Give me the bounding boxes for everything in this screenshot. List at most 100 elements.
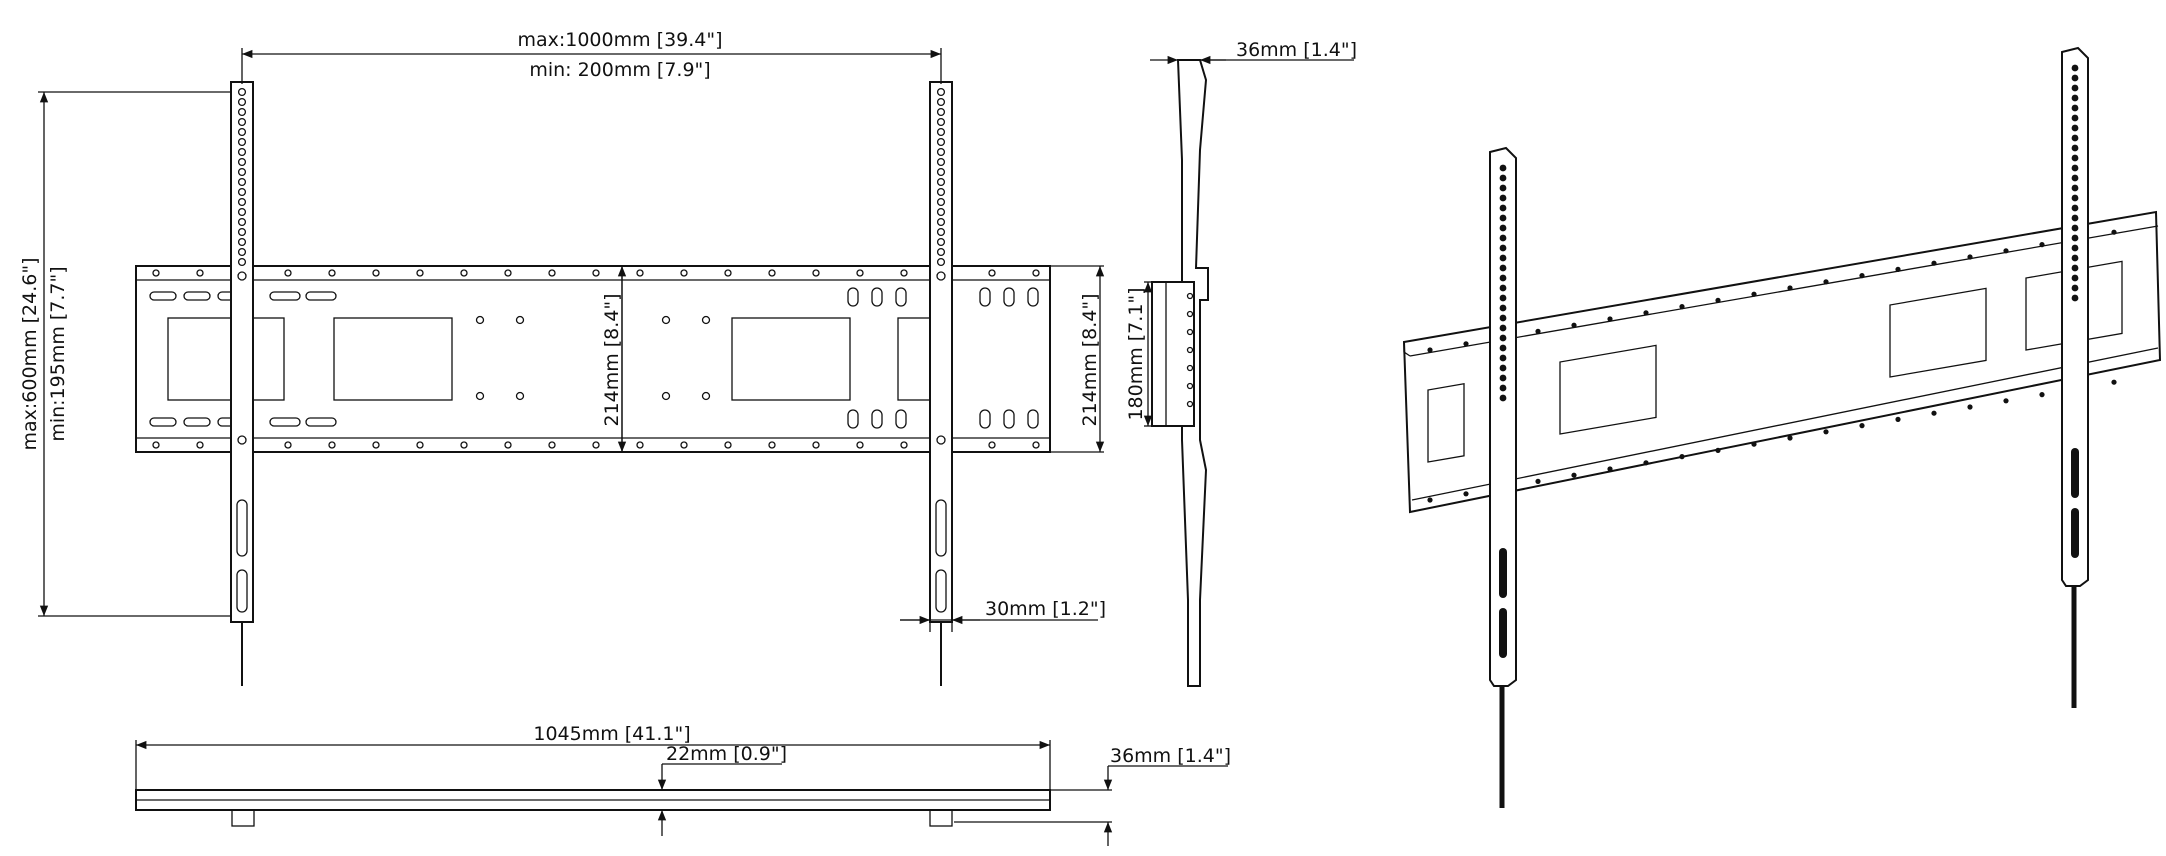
rail-hole <box>724 441 732 449</box>
arm-bolt <box>237 435 247 445</box>
iso-rail-hole <box>1535 478 1541 484</box>
iso-arm-hole <box>1499 374 1507 382</box>
arm-hole <box>936 137 946 147</box>
slot <box>895 409 907 429</box>
arm-hole <box>936 157 946 167</box>
iso-arm-slot <box>1499 608 1507 658</box>
iso-rail-hole <box>1787 435 1793 441</box>
rail-hole <box>504 441 512 449</box>
side-bracket-dimension: 180mm [7.1"] <box>1125 281 1153 427</box>
rail-plate <box>135 265 1051 453</box>
iso-rail-hole <box>2111 229 2117 235</box>
rail-hole <box>460 269 468 277</box>
rail-height-side-label: 214mm [8.4"] <box>1079 293 1101 426</box>
rail-hole <box>284 269 292 277</box>
iso-arm-hole <box>2071 234 2079 242</box>
slot <box>269 417 301 427</box>
rail-hole <box>475 391 485 401</box>
rail-hole <box>812 441 820 449</box>
slot <box>183 417 211 427</box>
width-range-dimension: max:1000mm [39.4"] min: 200mm [7.9"] <box>241 29 942 84</box>
iso-rail-hole <box>1787 285 1793 291</box>
mounting-slots <box>149 287 1039 429</box>
arm-hole <box>237 177 247 187</box>
iso-rail-hole <box>1859 423 1865 429</box>
iso-arm-hole <box>1499 264 1507 272</box>
iso-rail-hole <box>1427 497 1433 503</box>
rail-height-label: 214mm [8.4"] <box>601 293 623 426</box>
rail-hole <box>900 269 908 277</box>
iso-arm-hole <box>2071 214 2079 222</box>
arm-hole <box>237 237 247 247</box>
side-bolt <box>1186 382 1194 390</box>
rail-hole <box>1032 441 1040 449</box>
slot <box>305 291 337 301</box>
iso-rail-hole <box>1823 279 1829 285</box>
rail-hole <box>768 269 776 277</box>
iso-arm-hole <box>1499 184 1507 192</box>
slot <box>183 291 211 301</box>
iso-rail-hole <box>2111 379 2117 385</box>
rail-hole <box>680 269 688 277</box>
iso-rail-hole <box>1463 491 1469 497</box>
rail-hole <box>636 441 644 449</box>
arm-hole <box>936 87 946 97</box>
slot <box>847 409 859 429</box>
slot <box>149 417 177 427</box>
rail-hole <box>592 441 600 449</box>
iso-rail-hole <box>1967 254 1973 260</box>
rail-hole <box>284 441 292 449</box>
rail-hole <box>768 441 776 449</box>
iso-rail-hole <box>1607 316 1613 322</box>
arm-hole <box>936 257 946 267</box>
rail-hole <box>152 269 160 277</box>
slot <box>1027 287 1039 307</box>
rail-hole <box>592 269 600 277</box>
iso-arm-hole <box>2071 264 2079 272</box>
rail-hole <box>475 315 485 325</box>
iso-rail-hole <box>1859 273 1865 279</box>
rail-hole <box>636 269 644 277</box>
iso-rail-hole <box>1427 347 1433 353</box>
arm-hole <box>936 247 946 257</box>
rail-hole <box>152 441 160 449</box>
rail-hole <box>328 441 336 449</box>
arm-hole <box>237 207 247 217</box>
arm-bolt <box>237 271 247 281</box>
iso-arm-hole <box>2071 164 2079 172</box>
slot <box>847 287 859 307</box>
iso-arm-hole <box>1499 204 1507 212</box>
iso-arm-hole <box>1499 164 1507 172</box>
rail-hole <box>372 441 380 449</box>
side-bolt <box>1186 400 1194 408</box>
slot <box>871 287 883 307</box>
iso-rail-hole <box>1679 304 1685 310</box>
iso-rail-hole <box>1931 410 1937 416</box>
rail-hole <box>988 269 996 277</box>
side-bolt <box>1186 346 1194 354</box>
side-bolt <box>1186 328 1194 336</box>
arm-bolt <box>936 271 946 281</box>
iso-arm-hole <box>1499 284 1507 292</box>
arm-hole <box>936 197 946 207</box>
iso-arm-hole <box>2071 194 2079 202</box>
arm-hole <box>936 147 946 157</box>
rail-hole <box>680 441 688 449</box>
rail-hole <box>515 391 525 401</box>
slot <box>871 409 883 429</box>
arm-hole <box>237 197 247 207</box>
rail-hole <box>661 315 671 325</box>
iso-rail-hole <box>1571 322 1577 328</box>
iso-view <box>1402 46 2162 808</box>
height-min-label: min:195mm [7.7"] <box>47 266 69 441</box>
slot <box>305 417 337 427</box>
iso-arm-hole <box>2071 84 2079 92</box>
arm-hole <box>237 147 247 157</box>
iso-arm-hole <box>1499 194 1507 202</box>
iso-arm-slot <box>2071 448 2079 498</box>
rail-hole <box>988 441 996 449</box>
iso-arm-hole <box>1499 244 1507 252</box>
arm-hole <box>237 157 247 167</box>
iso-arm-hole <box>2071 274 2079 282</box>
